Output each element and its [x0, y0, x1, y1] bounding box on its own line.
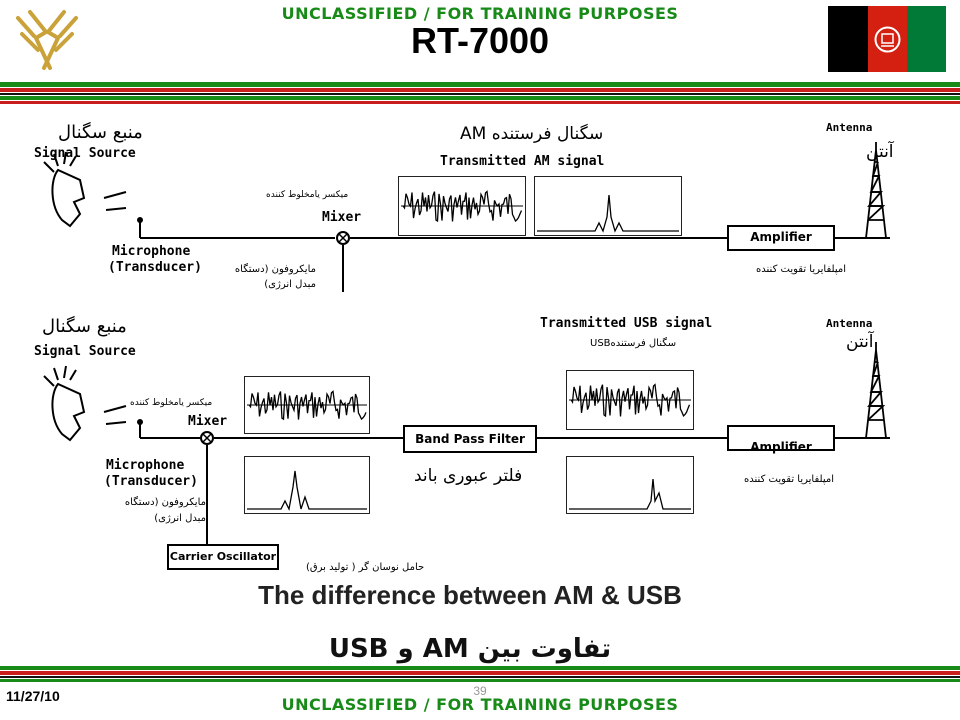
usb-mixer-dari: میکسر یامخلوط کننده	[130, 398, 213, 408]
footer-stripe-red	[0, 671, 960, 675]
usb-mixer-spectrum-scope	[244, 456, 370, 514]
caption-dari: تفاوت بین AM و USB	[328, 634, 612, 664]
am-microphone-label-2: (Transducer)	[108, 260, 202, 275]
band-pass-filter-dari: فلتر عبوری باند	[414, 466, 523, 486]
am-mixer-dari: میکسر یامخلوط کننده	[266, 190, 349, 200]
footer-stripe-black	[0, 676, 960, 678]
header-stripe-red-2	[0, 101, 960, 104]
am-signal-source-label: Signal Source	[34, 146, 136, 161]
usb-antenna-label: Antenna	[826, 317, 873, 330]
am-mixer-label: Mixer	[322, 210, 362, 225]
am-transmitted-dari: سگنال فرستنده AM	[460, 124, 604, 144]
am-amplifier-dari: امپلفایریا تقویت کننده	[756, 264, 846, 275]
usb-transmitted-time-scope	[566, 370, 694, 430]
am-spectrum-scope	[534, 176, 682, 236]
am-antenna-label: Antenna	[826, 121, 873, 134]
carrier-oscillator-label: Carrier Oscillator	[169, 550, 277, 563]
usb-microphone-label-1: Microphone	[106, 458, 185, 473]
usb-signal-source-dari: منبع سگنال	[42, 316, 127, 337]
usb-transmitted-label: Transmitted USB signal	[540, 316, 713, 331]
am-microphone-dari-2: مبدل انرژی)	[264, 279, 316, 290]
am-signal-source-dari: منبع سگنال	[58, 122, 143, 143]
afghanistan-flag-icon	[828, 6, 946, 72]
header-stripe-green	[0, 82, 960, 87]
am-microphone-dari-1: مایکروفون (دستگاه	[234, 264, 316, 275]
am-amplifier-label: Amplifier	[750, 230, 812, 244]
caption-english: The difference between AM & USB	[258, 580, 682, 610]
usb-signal-source-label: Signal Source	[34, 344, 136, 359]
carrier-oscillator-dari: حامل نوسان گر ( تولید برق)	[306, 562, 425, 573]
usb-microphone-dari-2: مبدل انرژی)	[154, 513, 206, 524]
classification-banner-top: UNCLASSIFIED / FOR TRAINING PURPOSES	[281, 4, 679, 23]
am-antenna-dari: آنتن	[866, 142, 894, 162]
page-title: RT-7000	[410, 20, 550, 61]
usb-amplifier-dari: امپلفایریا تقویت کننده	[744, 474, 834, 485]
footer-stripe-green-2	[0, 679, 960, 682]
header-stripe-black	[0, 93, 960, 95]
usb-transmitted-spectrum-scope	[566, 456, 694, 514]
footer-stripe-green	[0, 666, 960, 670]
am-time-scope	[398, 176, 526, 236]
usb-mixer-label: Mixer	[188, 414, 228, 429]
usb-microphone-label-2: (Transducer)	[104, 474, 198, 489]
usb-transmitted-dari: سگنال فرستندهUSB	[590, 338, 677, 349]
am-diagram-lines	[43, 142, 890, 292]
usb-amplifier-label: Amplifier	[750, 440, 812, 454]
usb-diagram-lines	[43, 342, 890, 570]
usb-mixer-time-scope	[244, 376, 370, 434]
header-stripe-red	[0, 88, 960, 92]
lightning-wings-icon	[16, 10, 78, 70]
am-transmitted-label: Transmitted AM signal	[440, 154, 605, 169]
header-stripe-green-2	[0, 96, 960, 100]
classification-banner-bottom: UNCLASSIFIED / FOR TRAINING PURPOSES	[281, 695, 679, 714]
usb-microphone-dari-1: مایکروفون (دستگاه	[124, 497, 206, 508]
band-pass-filter-label: Band Pass Filter	[415, 432, 525, 446]
page-number: 39	[473, 684, 487, 698]
footer-date: 11/27/10	[6, 688, 60, 704]
am-microphone-label-1: Microphone	[112, 244, 191, 259]
usb-antenna-dari: آنتن	[846, 332, 874, 352]
